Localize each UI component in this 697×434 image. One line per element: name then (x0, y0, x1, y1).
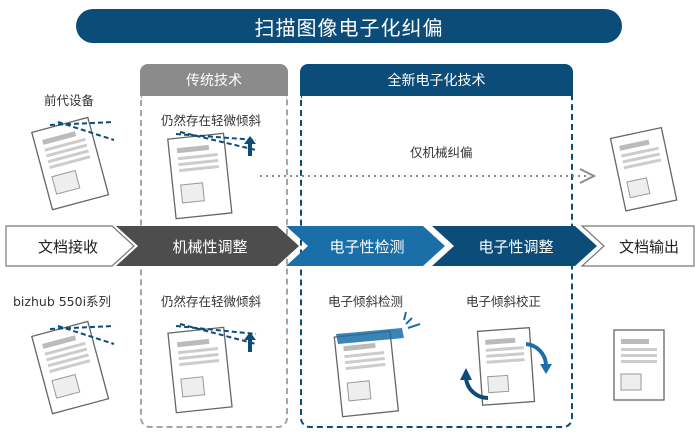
skewed-document-icon-bottom (30, 320, 115, 415)
previous-device-label: 前代设备 (44, 93, 95, 108)
top-still-skewed-label: 仍然存在轻微倾斜 (161, 113, 262, 128)
bizhub-label: bizhub 550i系列 (13, 294, 112, 309)
detection-highlight (336, 328, 404, 344)
step-detect-label: 电子性检测 (329, 237, 405, 256)
mechanical-only-dotted-arrow (260, 168, 597, 184)
step-mechanical-label: 机械性调整 (172, 237, 248, 256)
flow-arrow-correct (432, 226, 597, 266)
corrected-document-icon (460, 327, 552, 406)
traditional-tech-header: 传统技术 (140, 64, 288, 96)
step-receive-label: 文档接收 (37, 237, 98, 256)
rotate-arrow-icon (525, 342, 548, 365)
slightly-skewed-document-icon (167, 131, 257, 220)
rotate-arrow-icon-2 (464, 377, 489, 401)
electronic-detection-label: 电子倾斜检测 (328, 294, 404, 309)
electronic-correction-label: 电子倾斜校正 (466, 294, 542, 309)
flow-arrow-mechanical (116, 226, 299, 266)
output-document-icon (609, 126, 678, 212)
adjust-up-arrow-icon-bottom (244, 332, 256, 352)
flow-arrow-output (580, 225, 695, 267)
slightly-skewed-document-icon-bottom (167, 323, 257, 414)
flow-arrow-detect (286, 226, 445, 266)
process-flow (5, 225, 695, 267)
straight-output-document-icon (613, 329, 665, 401)
skewed-document-icon (30, 116, 115, 211)
diagram-title: 扫描图像电子化纠偏 (76, 9, 622, 43)
adjust-up-arrow-icon (244, 136, 256, 156)
new-tech-header: 全新电子化技术 (300, 64, 573, 96)
mechanical-only-label: 仅机械纠偏 (410, 145, 473, 160)
detected-document-icon (333, 311, 421, 418)
step-correct-label: 电子性调整 (478, 237, 554, 256)
bottom-still-skewed-label: 仍然存在轻微倾斜 (161, 294, 262, 309)
step-output-label: 文档输出 (618, 237, 679, 256)
flow-arrow-receive (5, 225, 135, 267)
